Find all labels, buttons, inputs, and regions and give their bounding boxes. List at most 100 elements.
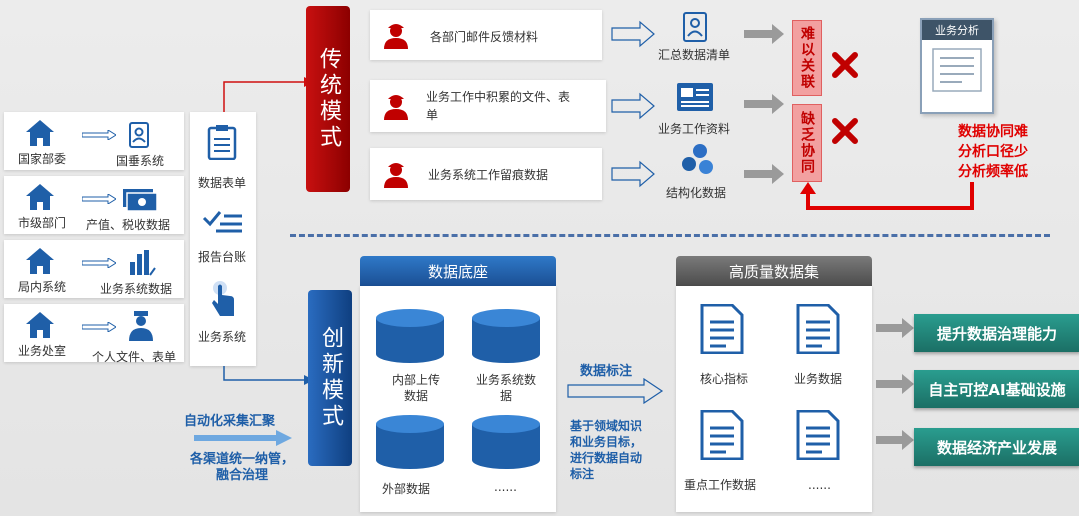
- dataset-item-label: ......: [808, 478, 831, 492]
- person-icon: [129, 311, 153, 341]
- problem-tag-hard-to-link: 难以关联: [792, 20, 822, 96]
- document-icon: [796, 304, 840, 354]
- database-icon: [376, 415, 444, 469]
- issue-list: 数据协同难 分析口径少 分析频率低: [946, 122, 1040, 182]
- channel-label: 报告台账: [198, 250, 247, 264]
- contact-card-icon: [129, 122, 149, 148]
- hollow-arrows: [611, 20, 655, 188]
- user-icon: [384, 24, 408, 49]
- analysis-title: 业务分析: [922, 20, 992, 40]
- traditional-row-text: 各部门邮件反馈材料: [430, 30, 539, 44]
- traditional-row[interactable]: 业务系统工作留痕数据: [370, 148, 602, 200]
- document-icon: [796, 410, 840, 460]
- clipboard-icon: [207, 125, 237, 160]
- database-icon: [376, 309, 444, 363]
- channel-connectors: [223, 77, 314, 385]
- news-icon: [677, 83, 713, 111]
- document-icon: [700, 410, 744, 460]
- base-item-label: ......: [494, 480, 517, 494]
- outcome-governance[interactable]: 提升数据治理能力: [914, 314, 1079, 352]
- source-card-office[interactable]: 业务处室 个人文件、表单: [4, 304, 184, 364]
- feedback-arrow: [800, 182, 974, 210]
- x-mark-icon: [832, 118, 858, 144]
- house-icon: [26, 312, 54, 338]
- source-system-label: 业务系统数据: [100, 282, 173, 296]
- bubbles-icon: [682, 144, 713, 174]
- source-dept-label: 局内系统: [18, 280, 67, 294]
- database-icon: [472, 415, 540, 469]
- channel-label: 数据表单: [198, 176, 247, 190]
- source-dept-label: 国家部委: [18, 152, 67, 166]
- section-divider: [290, 234, 1050, 237]
- traditional-row-text: 业务工作中积累的文件、表单: [426, 90, 571, 122]
- traditional-row[interactable]: 各部门邮件反馈材料: [370, 10, 602, 60]
- x-mark-icon: [832, 52, 858, 78]
- annotate-desc-line: 进行数据自动: [570, 451, 643, 465]
- traditional-row-text: 业务系统工作留痕数据: [428, 168, 549, 182]
- annotate-desc-line: 标注: [570, 467, 595, 481]
- source-card-city[interactable]: 市级部门 产值、税收数据: [4, 176, 184, 234]
- arrow-right-icon: [82, 258, 116, 268]
- base-item-label: 外部数据: [382, 482, 431, 496]
- arrow-right-icon: [82, 130, 116, 140]
- result-label: 业务工作资料: [658, 122, 731, 136]
- money-icon: [123, 189, 158, 212]
- auto-collect-desc: 各渠道统一纳管， 融合治理: [186, 452, 298, 484]
- auto-collect-desc-line: 融合治理: [215, 468, 268, 483]
- dataset-panel: 核心指标 业务数据 重点工作数据 ......: [676, 286, 872, 512]
- touch-hand-icon: [212, 281, 234, 316]
- blue-arrow: [194, 430, 292, 446]
- dataset-item-label: 重点工作数据: [684, 478, 757, 492]
- source-dept-label: 市级部门: [18, 216, 67, 230]
- house-icon: [26, 184, 54, 210]
- arrow-right-icon: [82, 322, 116, 332]
- annotate-desc-line: 和业务目标，: [570, 435, 643, 449]
- bar-chart-icon: [130, 250, 156, 276]
- source-card-ministry[interactable]: 国家部委 国垂系统: [4, 112, 184, 170]
- house-icon: [26, 248, 54, 274]
- base-item-label: 业务系统数据: [476, 373, 537, 403]
- dataset-item-label: 业务数据: [794, 372, 843, 386]
- problem-tag-no-collaboration: 缺乏协同: [792, 104, 822, 182]
- annotate-desc: 基于领域知识 和业务目标， 进行数据自动 标注: [570, 418, 642, 482]
- outcome-ai-infrastructure[interactable]: 自主可控AI基础设施: [914, 370, 1079, 408]
- source-system-label: 国垂系统: [116, 154, 165, 168]
- issue-item: 分析频率低: [958, 164, 1028, 180]
- contact-card-icon: [683, 12, 707, 42]
- source-card-bureau[interactable]: 局内系统 业务系统数据: [4, 240, 184, 298]
- arrow-right-icon: [82, 194, 116, 204]
- checklist-icon: [202, 211, 242, 233]
- outcome-data-economy[interactable]: 数据经济产业发展: [914, 428, 1079, 466]
- house-icon: [26, 120, 54, 146]
- traditional-mode-tag: 传统模式: [306, 6, 350, 192]
- gray-arrows: [876, 318, 914, 450]
- hollow-arrow-large: [567, 378, 664, 404]
- result-label: 结构化数据: [666, 186, 727, 200]
- channel-label: 业务系统: [198, 330, 247, 344]
- user-icon: [384, 95, 408, 120]
- auto-collect-label: 自动化采集汇聚: [184, 414, 276, 429]
- dataset-header: 高质量数据集: [676, 256, 872, 286]
- channel-panel: 数据表单 报告台账 业务系统: [190, 112, 256, 366]
- base-item-label: 内部上传数据: [391, 373, 440, 403]
- user-icon: [384, 163, 408, 188]
- document-icon: [700, 304, 744, 354]
- database-icon: [472, 309, 540, 363]
- auto-collect-desc-line: 各渠道统一纳管，: [189, 452, 294, 467]
- analysis-document[interactable]: 业务分析: [920, 18, 994, 114]
- issue-item: 数据协同难: [958, 124, 1028, 140]
- issue-item: 分析口径少: [958, 144, 1028, 160]
- source-dept-label: 业务处室: [18, 344, 67, 358]
- source-system-label: 产值、税收数据: [86, 218, 171, 232]
- data-base-header: 数据底座: [360, 256, 556, 286]
- result-label: 汇总数据清单: [658, 48, 731, 62]
- traditional-row[interactable]: 业务工作中积累的文件、表单: [370, 80, 606, 132]
- annotate-title: 数据标注: [580, 364, 633, 379]
- dataset-item-label: 核心指标: [700, 372, 749, 386]
- document-lines-icon: [932, 48, 982, 92]
- source-system-label: 个人文件、表单: [92, 350, 177, 364]
- innovative-mode-tag: 创新模式: [308, 290, 352, 466]
- data-base-panel: 内部上传数据 业务系统数据 外部数据 ......: [360, 286, 556, 512]
- annotate-desc-line: 基于领域知识: [570, 419, 643, 433]
- gray-arrows: [744, 24, 784, 184]
